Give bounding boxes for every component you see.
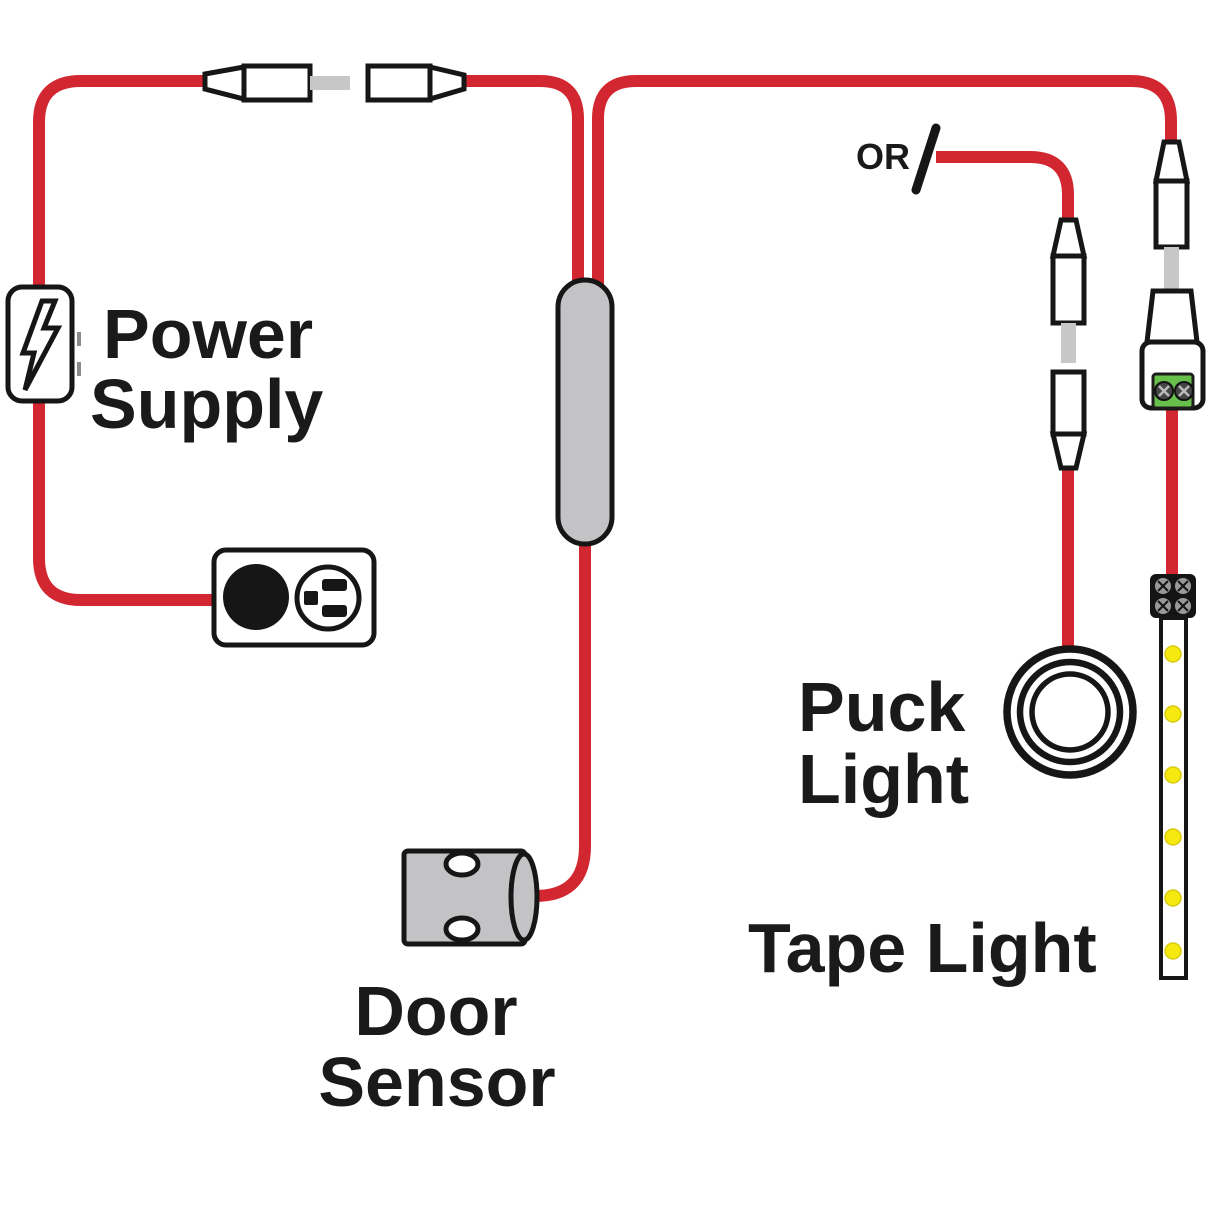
puck-light-label-line1: Puck [798,668,965,746]
screw-slot [1177,580,1189,592]
puck-connector-pair-icon [1049,217,1088,471]
power-supply-icon [5,284,81,404]
outlet-slot-bottom [322,605,347,617]
wire-switch-to-top-right [592,75,1177,300]
led-dot [1164,766,1182,784]
outlet-ground-slot [304,591,318,605]
tape-lead-neck [1144,288,1200,345]
screw-slot [1178,385,1190,397]
lightning-bolt-icon [19,298,63,392]
connector-cone-right [427,63,467,103]
connector-plug-tab [1164,247,1179,291]
led-dot [1164,828,1182,846]
plug-face-icon [223,564,289,630]
connector-body-top [1050,253,1087,326]
door-sensor-end-cap [508,851,540,943]
door-sensor-label-line2: Sensor [318,1043,555,1121]
screw-icon [1175,578,1191,594]
screw-icon [1155,578,1171,594]
tape-light-strip-icon [1159,616,1188,980]
puck-ring-outer [1003,645,1137,779]
screw-icon [1154,381,1174,401]
screw-slot [1158,385,1170,397]
or-label: OR [856,136,910,177]
screw-slot [1157,580,1169,592]
led-dot [1164,705,1182,723]
screw-slot [1177,600,1189,612]
door-sensor-label-line1: Door [354,972,517,1050]
puck-light-label-line2: Light [798,740,969,818]
door-sensor-hole-top [443,850,481,878]
screw-icon [1155,598,1171,614]
led-dot [1164,942,1182,960]
puck-light-icon [1003,645,1137,779]
tape-light-label: Tape Light [748,909,1097,987]
puck-ring-middle [1016,658,1124,766]
screw-slot [1157,600,1169,612]
terminal-block-body [1150,574,1196,618]
led-dot [1164,645,1182,663]
outlet-slot-top [322,579,347,591]
cable-connector-pair-icon [202,63,467,103]
connector-plug-tab [1061,323,1076,363]
power-supply-label-line1: Power [103,295,313,373]
connector-body-bottom [1050,369,1087,437]
wire-or-branch [936,151,1074,221]
connector-cone-bottom [1049,431,1088,471]
door-sensor-icon [401,848,540,947]
connector-cone-top [1049,217,1088,259]
connector-cone-left [202,64,247,103]
connector-body-right [365,63,433,103]
switch-module-icon [555,277,615,547]
puck-ring-inner [1029,671,1111,753]
power-supply-label-line2: Supply [90,365,323,443]
door-sensor-hole-bottom [443,915,481,943]
tape-terminal-block-icon [1150,574,1196,618]
connector-body [1153,178,1190,250]
connector-cone-top [1152,139,1191,184]
led-dot [1164,889,1182,907]
wire-switch-to-door-sensor [528,540,591,902]
connector-plug-tab [310,76,350,90]
screw-icon [1174,381,1194,401]
connector-body-left [241,63,313,103]
tape-strip-body [1159,616,1188,980]
wall-outlet-icon [211,547,377,648]
screw-icon [1175,598,1191,614]
wire-connector-to-switch [462,75,584,300]
or-slash-mark [911,123,941,195]
tape-connector-icon [1139,139,1206,411]
